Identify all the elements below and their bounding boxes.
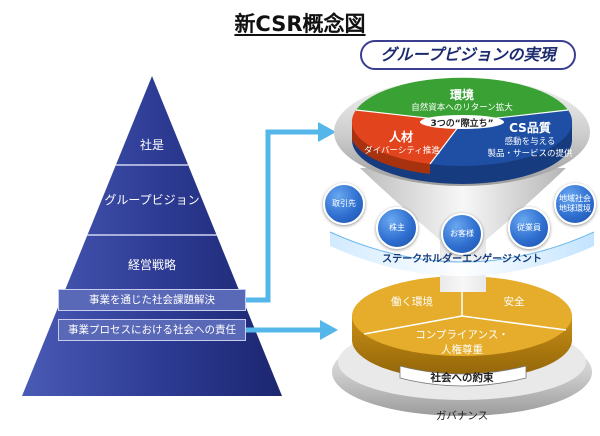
stakeholder-employees: 従業員 (508, 207, 550, 249)
pyramid-middle-label: グループビジョン (104, 193, 200, 207)
stakeholder-shareholders: 株主 (376, 207, 418, 249)
pyramid-top-label: 社是 (139, 138, 164, 152)
red-sub: ダイバーシティ推進 (364, 146, 440, 156)
human-rights-label: 人権尊重 (441, 344, 483, 356)
pie-green (356, 77, 568, 122)
upper-arrow (246, 129, 320, 303)
page-title: 新CSR概念図 (234, 12, 366, 36)
pyramid-box-process-responsibility: 事業プロセスにおける社会への責任 (58, 319, 246, 341)
work-environment-label: 働く環境 (391, 296, 433, 308)
governance-label: ガバナンス (435, 410, 489, 422)
engagement-ring (330, 232, 594, 276)
engagement-label: ステークホルダーエンゲージメント (382, 254, 542, 265)
compliance-label: コンプライアンス・ (415, 329, 509, 341)
green-title: 環境 (449, 88, 474, 102)
promise-ribbon (399, 365, 527, 387)
blue-title: CS品質 (509, 121, 551, 135)
pie-center-label-bg (420, 115, 504, 129)
pyramid (22, 76, 282, 396)
upper-arrow-head (318, 122, 336, 142)
three-distinctions-label: 3つの“際立ち” (430, 119, 494, 129)
blue-sub-line2: 製品・サービスの提供 (487, 149, 573, 159)
pyramid-box-social-issues: 事業を通じた社会課題解決 (58, 289, 246, 311)
blue-sub-line1: 感動を与える (504, 137, 556, 147)
green-sub: 自然資本へのリターン拡大 (411, 103, 513, 113)
pyramid-bottom-label: 経営戦略 (127, 258, 176, 272)
stakeholder-customers: お客様 (441, 213, 483, 255)
stakeholder-community-environment: 地域社会 地球環境 (554, 183, 596, 225)
stakeholder-suppliers: 取引先 (323, 183, 365, 225)
lower-arrow-head (320, 320, 338, 340)
promise-label: 社会への約束 (430, 372, 494, 384)
vision-banner: グループビジョンの実現 (360, 40, 576, 70)
red-title: 人材 (388, 130, 413, 144)
safety-label: 安全 (503, 296, 525, 308)
